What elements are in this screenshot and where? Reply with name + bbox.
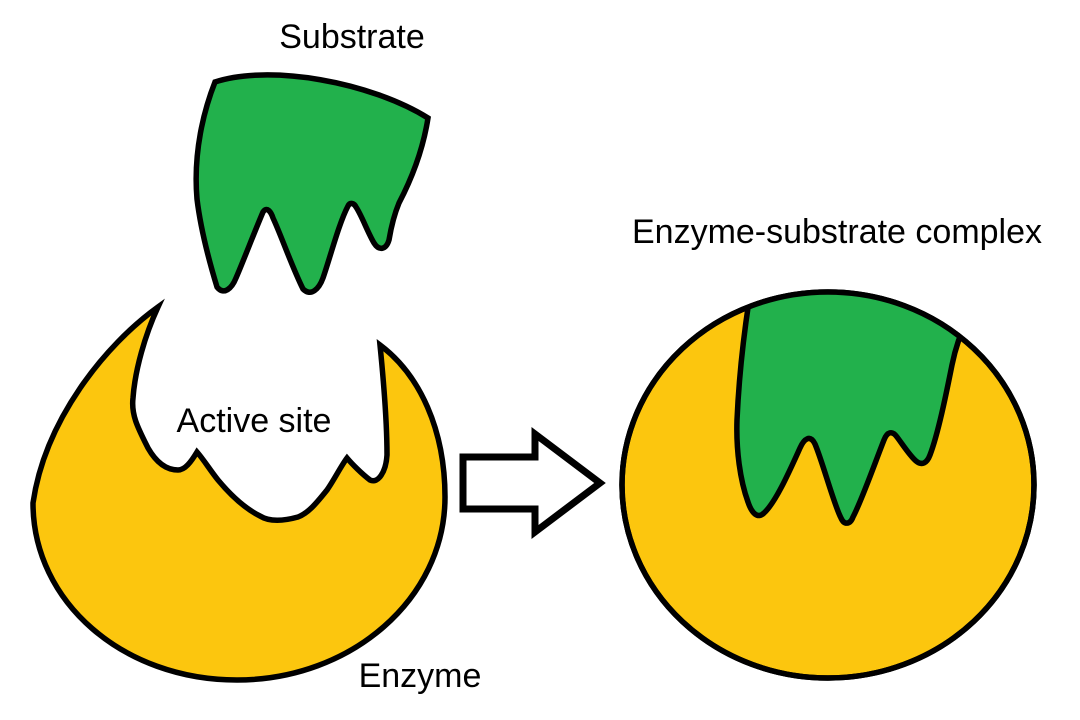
- enzyme-label: Enzyme: [358, 657, 482, 695]
- complex-bound-substrate: [734, 292, 982, 526]
- enzyme-shape: [30, 298, 448, 683]
- active-site-label: Active site: [176, 402, 332, 440]
- enzyme-substrate-complex-shape: [619, 289, 1037, 681]
- complex-enzyme-outline: [619, 289, 1037, 681]
- enzyme-substrate-complex-label: Enzyme-substrate complex: [631, 213, 1043, 251]
- right-arrow-icon: [459, 426, 606, 540]
- substrate-shape: [193, 72, 431, 295]
- substrate-label: Substrate: [279, 18, 425, 56]
